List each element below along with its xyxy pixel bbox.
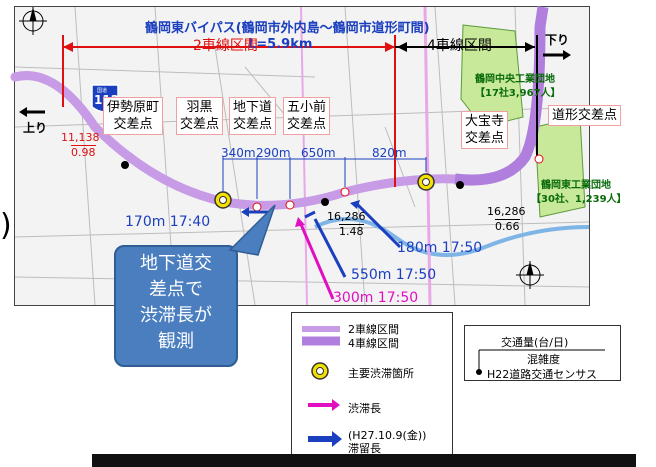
arrow-right-icon [543, 50, 571, 60]
traffic-key-ratio: 混雑度 [527, 353, 560, 366]
intersection-goshomae: 五小前 交差点 [283, 97, 331, 135]
map-title: 鶴岡東バイパス(鶴岡市外内島〜鶴岡市道形町間) [145, 21, 430, 36]
secondary-road [423, 6, 432, 306]
distance-ticks [222, 157, 427, 199]
industrial-zone-central-name: 鶴岡中央工業団地 [475, 74, 555, 85]
queue-label-2: 180m 17:50 [397, 240, 483, 256]
legend-swatches [302, 326, 342, 447]
map-panel: 鶴岡東バイパス(鶴岡市外内島〜鶴岡市道形町間) L=5.9km 2車線区間 4車… [10, 6, 627, 306]
callout-pointer [228, 204, 276, 256]
intersection-chikado: 地下道 交差点 [229, 97, 277, 135]
compass-rose-icon [516, 261, 544, 289]
street-grid [14, 6, 590, 306]
two-lane-section-label: 2車線区間 [193, 38, 258, 54]
callout-text: 地下道交 差点で 渋滞長が 観測 [140, 253, 212, 352]
traffic-key: 交通量(台/日) 混雑度 H22道路交通センサス [464, 325, 621, 381]
queue-label-3: 550m 17:50 [351, 267, 437, 283]
traffic-volume-2: 16,286 [327, 210, 366, 223]
intersection-dot [285, 200, 295, 210]
traffic-key-volume: 交通量(台/日) [501, 336, 569, 349]
legend: 2車線区間 4車線区間 主要渋滞箇所 渋滞長 (H27.10.9(金)) 滞留長 [291, 312, 453, 460]
compass-rose-icon [19, 7, 47, 35]
secondary-road-2 [300, 6, 308, 306]
four-lane-section-label: 4車線区間 [427, 38, 492, 54]
legend-bottleneck: 主要渋滞箇所 [348, 367, 414, 380]
industrial-zone-central-detail: 【17社3,967人】 [475, 88, 561, 99]
distance-4: 820m [372, 146, 407, 160]
river [314, 217, 590, 257]
traffic-key-source: H22道路交通センサス [487, 368, 598, 381]
intersection-dot [534, 154, 544, 164]
edge-paren: ) [0, 208, 12, 243]
traffic-point-2 [321, 198, 329, 206]
distance-3: 650m [301, 146, 336, 160]
congestion-arrow [298, 221, 335, 300]
traffic-volume-1: 11,138 [61, 131, 100, 144]
traffic-ratio-2: 1.48 [339, 224, 364, 238]
traffic-point-1 [121, 161, 129, 169]
intersection-dot [340, 187, 350, 197]
traffic-ratio-1: 0.98 [71, 145, 96, 159]
intersection-isehara: 伊勢原町 交差点 [103, 97, 164, 135]
map-base [10, 6, 590, 306]
route-shield-top: 国道 [97, 88, 108, 94]
arrow-left-icon [19, 107, 45, 117]
intersection-daihoji: 大宝寺 交差点 [461, 111, 509, 149]
distance-2: 290m [256, 146, 291, 160]
intersection-michigata: 道形交差点 [548, 105, 622, 126]
traffic-point-3 [456, 181, 464, 189]
direction-up: 上り [23, 121, 48, 135]
traffic-ratio-3: 0.66 [495, 219, 520, 233]
congestion-label: 300m 17:50 [333, 290, 419, 306]
bottom-bar [92, 454, 636, 467]
legend-congestion: 渋滞長 [348, 402, 381, 415]
distance-1: 340m [221, 146, 256, 160]
industrial-zone-east-name: 鶴岡東工業団地 [541, 180, 611, 191]
intersection-haguro: 羽黒 交差点 [176, 97, 224, 135]
callout-box: 地下道交 差点で 渋滞長が 観測 [114, 245, 238, 367]
traffic-volume-3: 16,286 [487, 205, 526, 218]
legend-two-lane: 2車線区間 [348, 323, 399, 336]
queue-label-1: 170m 17:40 [125, 214, 211, 230]
legend-four-lane: 4車線区間 [348, 337, 399, 350]
bypass-four-lane [454, 6, 549, 186]
legend-queue: (H27.10.9(金)) 滞留長 [348, 429, 427, 455]
industrial-zone-east-detail: 【30社、1,239人】 [531, 194, 627, 205]
direction-down: 下り [545, 33, 570, 47]
bypass-length: L=5.9km [248, 37, 313, 52]
